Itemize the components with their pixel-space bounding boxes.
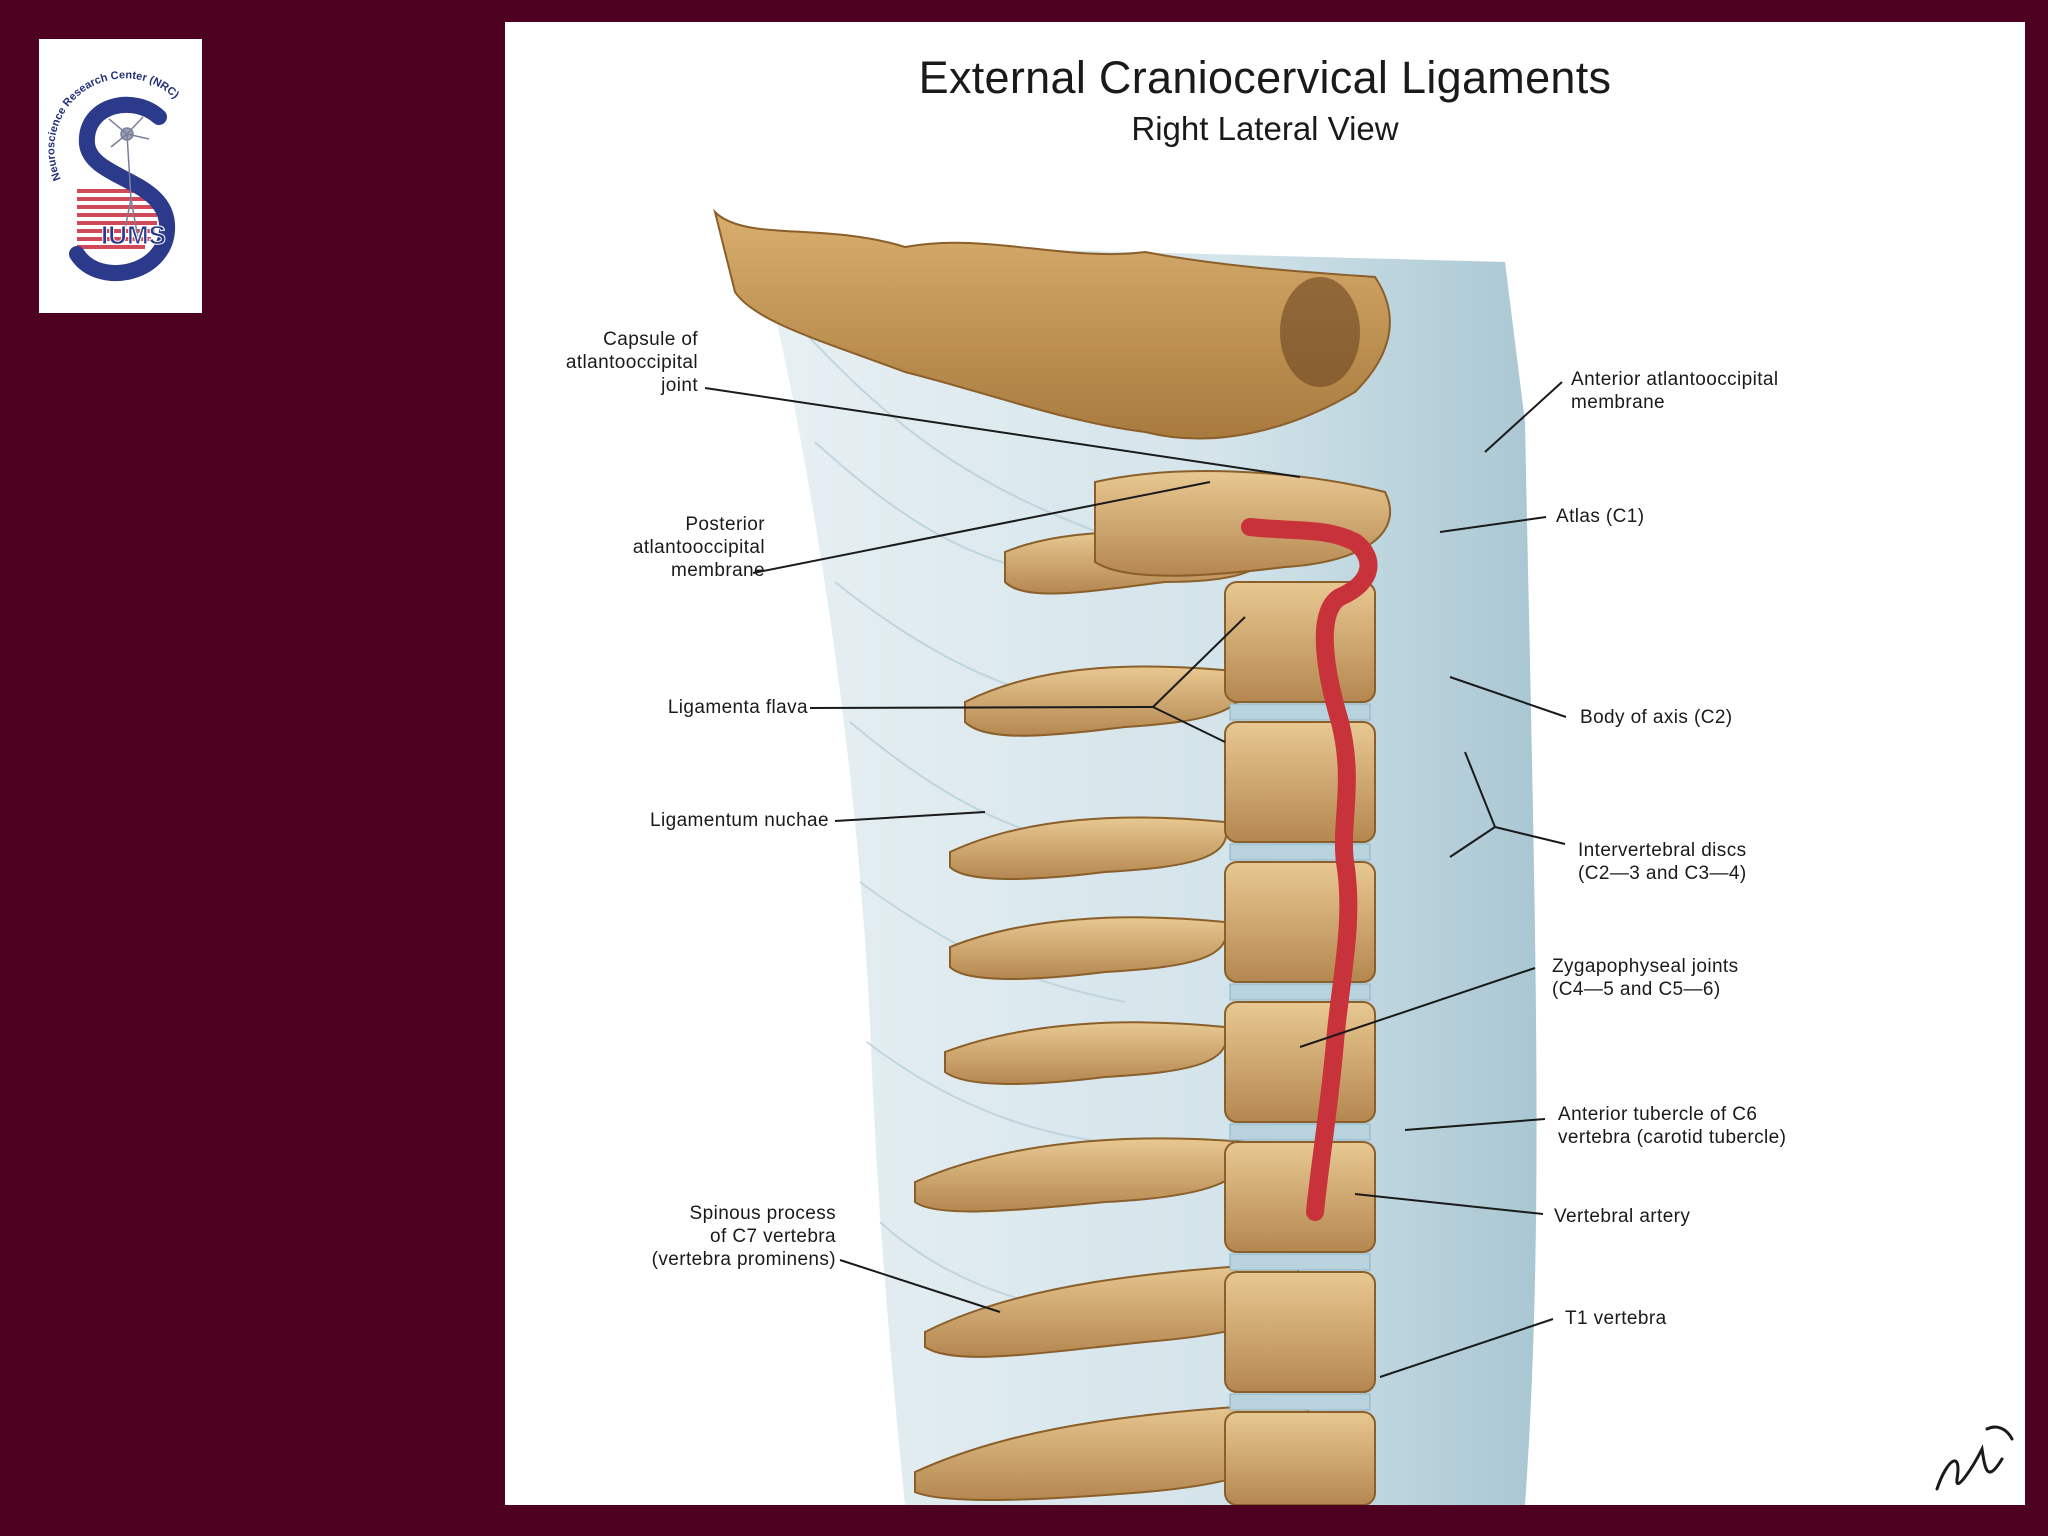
logo-s-shape	[69, 96, 175, 282]
anatomy-illustration	[704, 208, 1567, 1505]
leader-lines	[704, 381, 1567, 1378]
figure-subtitle: Right Lateral View	[1131, 110, 1399, 147]
label-body-axis: Body of axis (C2)	[1580, 707, 1733, 728]
label-spinous-c7: Spinous process of C7 vertebra (vertebra…	[651, 1203, 836, 1270]
nrc-logo: Neuroscience Research Center (NRC) IUMS	[39, 39, 202, 313]
occipital-bone	[713, 208, 1391, 440]
label-ligamenta-flava: Ligamenta flava	[667, 697, 808, 718]
label-ligamentum-nuchae: Ligamentum nuchae	[650, 810, 829, 831]
label-posterior-membrane: Posterior atlantooccipital membrane	[632, 514, 765, 581]
label-t1: T1 vertebra	[1565, 1308, 1667, 1329]
label-anterior-tubercle: Anterior tubercle of C6 vertebra (caroti…	[1558, 1104, 1787, 1148]
logo-monogram: IUMS	[101, 220, 166, 250]
vertebral-artery	[1241, 518, 1378, 1221]
artist-signature	[1935, 1425, 2014, 1491]
logo-stripes	[77, 189, 157, 249]
label-vertebral-artery: Vertebral artery	[1554, 1206, 1691, 1227]
label-anterior-membrane: Anterior atlantooccipital membrane	[1571, 369, 1779, 413]
figure-panel: External Craniocervical Ligaments Right …	[505, 22, 2025, 1505]
figure-title: External Craniocervical Ligaments	[918, 52, 1612, 103]
vertebrae	[914, 530, 1310, 1501]
label-atlas: Atlas (C1)	[1556, 506, 1645, 527]
label-capsule: Capsule of atlantooccipital joint	[565, 329, 698, 396]
label-zygapophyseal: Zygapophyseal joints (C4—5 and C5—6)	[1552, 956, 1739, 1000]
label-iv-discs: Intervertebral discs (C2—3 and C3—4)	[1578, 840, 1747, 884]
neuron-icon	[108, 116, 150, 245]
